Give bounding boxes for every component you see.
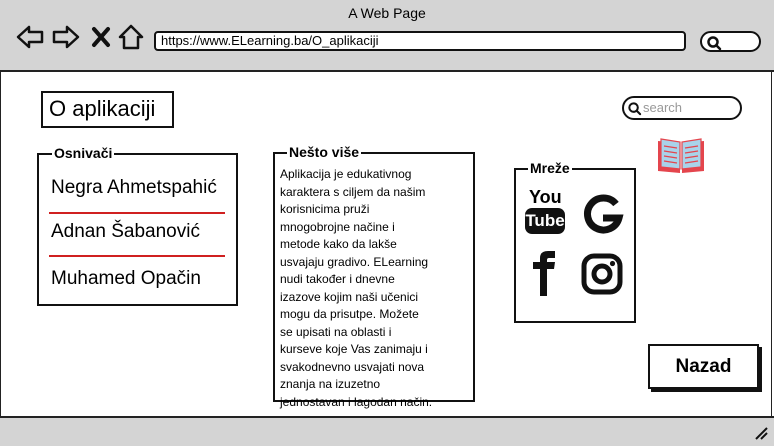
window-title: A Web Page xyxy=(348,5,426,21)
page-search-field[interactable] xyxy=(622,96,742,120)
browser-search-field[interactable] xyxy=(700,31,761,52)
home-icon[interactable] xyxy=(117,22,145,52)
networks-panel: Mreže You Tube xyxy=(514,159,636,323)
youtube-you-text: You xyxy=(529,187,562,207)
open-book-icon xyxy=(658,138,704,173)
youtube-tube-text: Tube xyxy=(525,208,565,234)
browser-chrome: A Web Page https://www.ELearning.ba/O_ap… xyxy=(0,0,774,72)
description-line: jednostavan i lagodan način. xyxy=(280,394,433,409)
facebook-icon[interactable] xyxy=(530,250,558,296)
description-line: nudi također i dnevne xyxy=(280,272,395,286)
resize-grip-icon[interactable] xyxy=(754,426,768,440)
description-line: mogu da prisutpe. Možete xyxy=(280,307,419,321)
page-title: O aplikaciji xyxy=(41,91,174,128)
back-button[interactable]: Nazad xyxy=(648,344,759,389)
description-line: metode kako da lakše xyxy=(280,237,397,251)
about-more-panel: Nešto više Aplikacija je edukativnog kar… xyxy=(273,143,475,409)
divider xyxy=(49,255,225,257)
description-line: mnogobrojne načine i xyxy=(280,219,395,234)
description-line: se upisati na oblasti i xyxy=(280,324,392,339)
back-arrow-icon[interactable] xyxy=(16,22,44,52)
founder-name: Muhamed Opačin xyxy=(51,268,201,289)
description-line: znanja na izuzetno xyxy=(280,377,381,391)
youtube-icon[interactable]: You Tube xyxy=(525,188,565,238)
search-icon xyxy=(628,102,642,116)
description-line: karaktera s ciljem da našim xyxy=(280,184,426,199)
search-icon xyxy=(707,36,722,51)
founders-legend: Osnivači xyxy=(52,144,115,162)
divider xyxy=(49,212,225,214)
description-line: kurseve koje Vas zanimaju i xyxy=(280,342,428,356)
about-more-legend: Nešto više xyxy=(287,143,362,161)
forward-arrow-icon[interactable] xyxy=(52,22,80,52)
description-line: korisnicima pruži xyxy=(280,202,370,216)
close-x-icon[interactable] xyxy=(90,22,112,52)
founders-panel: Osnivači Negra Ahmetspahić Adnan Šabanov… xyxy=(37,144,238,306)
description-line: Aplikacija je edukativnog xyxy=(280,167,412,181)
description-line: svakodnevno usvajati nova xyxy=(280,359,425,374)
search-input[interactable] xyxy=(643,99,733,116)
networks-legend: Mreže xyxy=(528,159,572,177)
description-line: izazove kojim naši učenici xyxy=(280,289,419,304)
description-line: usvajaju gradivo. ELearning xyxy=(280,254,429,269)
founder-name: Adnan Šabanović xyxy=(51,221,200,242)
status-bar xyxy=(0,416,774,446)
instagram-icon[interactable] xyxy=(581,253,623,295)
address-bar[interactable]: https://www.ELearning.ba/O_aplikaciji xyxy=(154,31,686,51)
founder-name: Negra Ahmetspahić xyxy=(51,177,217,198)
about-description: Aplikacija je edukativnog karaktera s ci… xyxy=(280,166,470,411)
google-icon[interactable] xyxy=(582,194,624,236)
